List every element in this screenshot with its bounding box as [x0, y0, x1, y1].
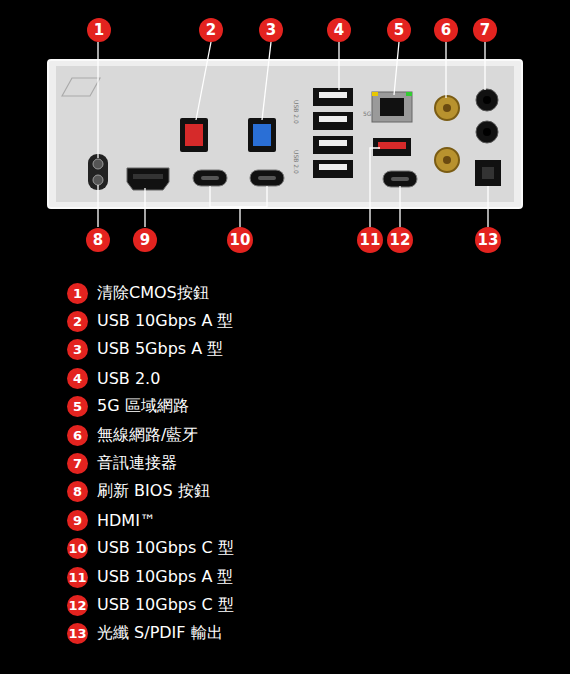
- port-description: USB 10Gbps A 型: [97, 311, 233, 332]
- callout-number: 10: [67, 538, 88, 559]
- legend-row: 5 5G 區域網路: [67, 396, 189, 417]
- callout-number: 8: [67, 481, 88, 502]
- port-description: USB 5Gbps A 型: [97, 339, 223, 360]
- callout-text: 11: [360, 231, 381, 249]
- legend-row: 8 刷新 BIOS 按鈕: [67, 481, 210, 502]
- callout-number: 6: [434, 18, 458, 42]
- legend-row: 4 USB 2.0: [67, 368, 160, 389]
- callout-number: 2: [199, 18, 223, 42]
- callout-text: 12: [390, 231, 411, 249]
- callout-text: 13: [478, 231, 499, 249]
- callout-number: 9: [133, 228, 157, 252]
- port-description: 音訊連接器: [97, 453, 177, 474]
- callout-number: 5: [67, 396, 88, 417]
- callout-text: 4: [334, 21, 344, 39]
- panel-label: 5G: [363, 110, 371, 117]
- callout-number: 8: [86, 228, 110, 252]
- callout-number: 10: [227, 227, 254, 254]
- callout-number: 5: [387, 18, 411, 42]
- callout-number: 11: [357, 227, 384, 254]
- callout-number: 2: [67, 311, 88, 332]
- port-description: HDMI™: [97, 511, 156, 530]
- legend-row: 12 USB 10Gbps C 型: [67, 595, 234, 616]
- callout-number: 3: [259, 18, 283, 42]
- legend-row: 3 USB 5Gbps A 型: [67, 339, 223, 360]
- callout-number: 4: [327, 18, 351, 42]
- callout-number: 13: [67, 623, 88, 644]
- callout-number: 6: [67, 425, 88, 446]
- callout-number: 13: [475, 227, 502, 254]
- callout-text: 7: [480, 21, 490, 39]
- callout-text: 6: [441, 21, 451, 39]
- callout-number: 3: [67, 339, 88, 360]
- callout-number: 1: [67, 283, 88, 304]
- callout-number: 7: [67, 453, 88, 474]
- legend-row: 6 無線網路/藍牙: [67, 425, 198, 446]
- legend-row: 13 光纖 S/PDIF 輸出: [67, 623, 223, 644]
- callout-number: 12: [67, 595, 88, 616]
- port-description: USB 2.0: [97, 369, 160, 388]
- port-description: 5G 區域網路: [97, 396, 189, 417]
- callout-text: 2: [206, 21, 216, 39]
- port-description: USB 10Gbps C 型: [97, 595, 234, 616]
- port-description: 清除CMOS按鈕: [97, 283, 209, 304]
- callout-number: 9: [67, 510, 88, 531]
- port-description: 刷新 BIOS 按鈕: [97, 481, 210, 502]
- callout-text: 9: [140, 231, 150, 249]
- legend-row: 10 USB 10Gbps C 型: [67, 538, 234, 559]
- callout-number: 4: [67, 368, 88, 389]
- callout-text: 10: [230, 231, 251, 249]
- panel-label: USB 2.0: [293, 150, 300, 174]
- callout-number: 7: [473, 18, 497, 42]
- legend-row: 11 USB 10Gbps A 型: [67, 567, 233, 588]
- callout-text: 8: [93, 231, 103, 249]
- port-description: 無線網路/藍牙: [97, 425, 198, 446]
- panel-label: USB 2.0: [293, 100, 300, 124]
- port-description: USB 10Gbps A 型: [97, 567, 233, 588]
- callout-text: 5: [394, 21, 404, 39]
- callout-number: 11: [67, 567, 88, 588]
- legend-row: 9 HDMI™: [67, 510, 156, 531]
- port-description: 光纖 S/PDIF 輸出: [97, 623, 223, 644]
- callout-text: 1: [94, 21, 104, 39]
- callout-number: 1: [87, 18, 111, 42]
- legend-row: 7 音訊連接器: [67, 453, 177, 474]
- port-description: USB 10Gbps C 型: [97, 538, 234, 559]
- legend-row: 1 清除CMOS按鈕: [67, 283, 209, 304]
- callout-number: 12: [387, 227, 414, 254]
- callout-text: 3: [266, 21, 276, 39]
- legend-row: 2 USB 10Gbps A 型: [67, 311, 233, 332]
